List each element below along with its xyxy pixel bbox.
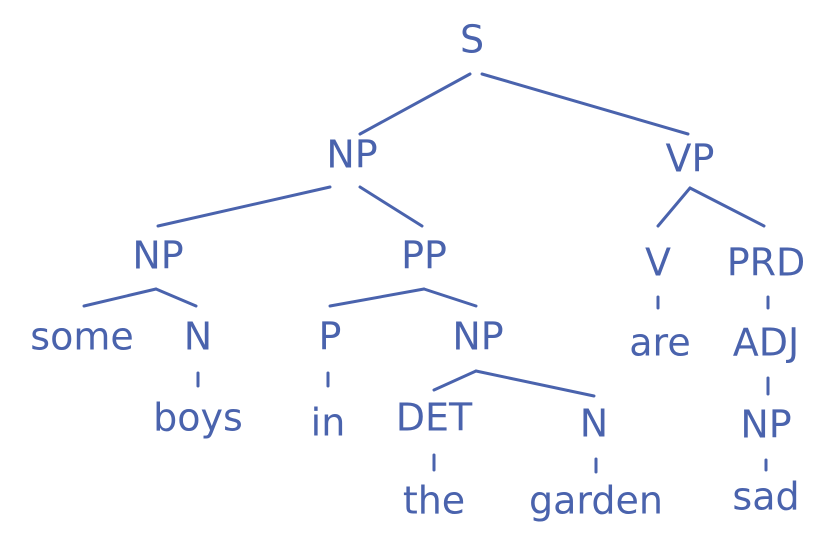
node-s: S [460,18,484,62]
edge-vp-prd [688,186,766,228]
node-det: DET [396,396,473,440]
node-vp: VP [666,137,715,181]
node-are: are [629,321,690,365]
edge-s-np [358,72,472,136]
node-prd: PRD [727,241,806,285]
edge-pp-np3 [422,287,478,308]
edge-np3-n2 [474,369,596,398]
edge-np-pp [358,185,424,228]
node-np4: NP [740,403,791,447]
edge-pp-p [328,287,426,308]
edge-np2-n1 [154,287,198,308]
node-some: some [30,315,133,359]
node-in: in [311,401,346,445]
node-adj: ADJ [733,321,799,365]
node-np: NP [326,133,377,177]
edge-s-vp [480,72,690,136]
node-n2: N [580,402,608,446]
node-sad: sad [732,475,799,519]
node-v: V [645,241,671,285]
edge-vp-v [656,186,692,228]
tree-edges [82,72,770,474]
edge-np3-det [432,369,478,392]
edge-np-np2 [156,185,332,228]
node-p: P [319,315,342,359]
node-n1: N [184,315,212,359]
edge-np2-some [82,287,158,308]
node-np3: NP [452,315,503,359]
tree-nodes: S NP VP NP PP V PRD some N P NP are ADJ … [30,18,805,523]
node-boys: boys [153,396,243,440]
node-pp: PP [401,234,447,278]
node-np2: NP [132,234,183,278]
node-garden: garden [529,479,663,523]
node-the: the [403,479,465,523]
